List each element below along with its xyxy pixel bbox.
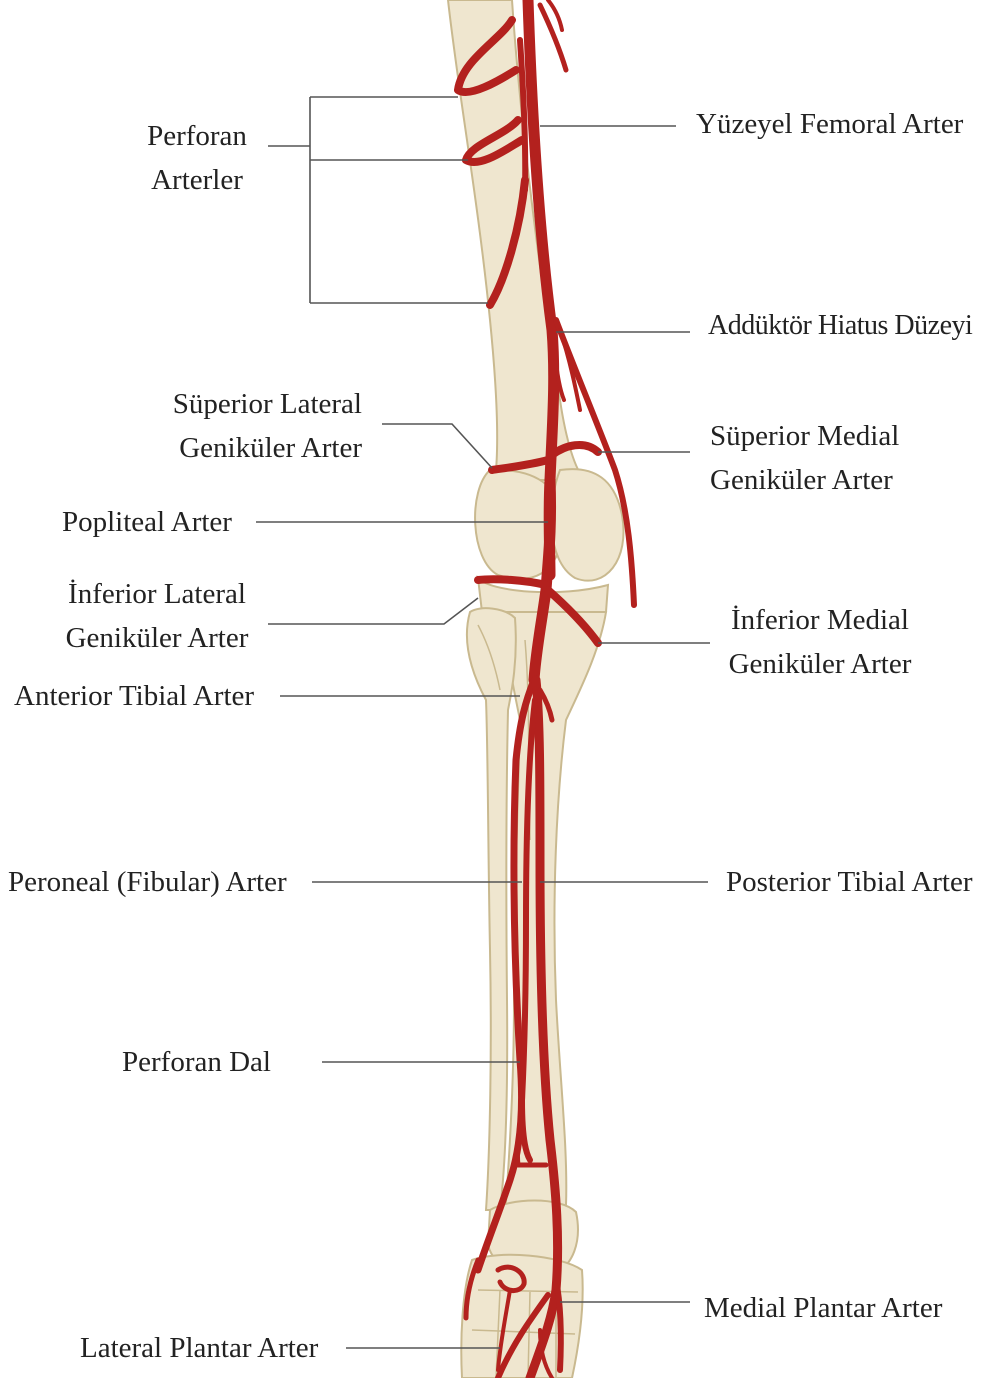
label-perforan-arterler-line2: Arterler: [138, 158, 256, 202]
leader-inferior-lateral: [268, 598, 478, 624]
femoral-branch-top: [540, 5, 566, 70]
label-posterior-tibial: Posterior Tibial Arter: [726, 860, 973, 904]
label-perforan-arterler-line1: Perforan: [138, 114, 256, 158]
label-lateral-plantar: Lateral Plantar Arter: [80, 1326, 318, 1370]
label-popliteal: Popliteal Arter: [62, 500, 232, 544]
label-inferior-lateral-line2: Geniküler Arter: [50, 616, 264, 660]
leader-lines: [256, 97, 710, 1348]
label-superior-medial-line1: Süperior Medial: [710, 414, 899, 458]
label-superior-lateral-line2: Geniküler Arter: [150, 426, 362, 470]
fibula: [467, 608, 516, 1210]
label-perforan-dal: Perforan Dal: [122, 1040, 271, 1084]
leader-perforan-arterler: [268, 97, 488, 303]
label-inferior-medial: İnferior Medial Geniküler Arter: [718, 598, 922, 686]
label-adduktor-hiatus: Addüktör Hiatus Düzeyi: [708, 304, 972, 348]
label-medial-plantar: Medial Plantar Arter: [704, 1286, 942, 1330]
label-superior-lateral-line1: Süperior Lateral: [150, 382, 362, 426]
superior-medial-genicular-artery: [552, 445, 598, 455]
label-yuzeyel-femoral: Yüzeyel Femoral Arter: [696, 102, 963, 146]
femur-condyle-medial: [551, 469, 623, 581]
label-inferior-lateral: İnferior Lateral Geniküler Arter: [50, 572, 264, 660]
label-anterior-tibial: Anterior Tibial Arter: [14, 674, 254, 718]
label-superior-medial: Süperior Medial Geniküler Arter: [710, 414, 899, 502]
label-superior-lateral: Süperior Lateral Geniküler Arter: [150, 382, 362, 470]
leader-superior-lateral: [382, 424, 492, 468]
label-inferior-medial-line2: Geniküler Arter: [718, 642, 922, 686]
label-superior-medial-line2: Geniküler Arter: [710, 458, 899, 502]
label-inferior-medial-line1: İnferior Medial: [718, 598, 922, 642]
label-inferior-lateral-line1: İnferior Lateral: [50, 572, 264, 616]
label-perforan-arterler: Perforan Arterler: [138, 114, 256, 202]
label-peroneal: Peroneal (Fibular) Arter: [8, 860, 287, 904]
